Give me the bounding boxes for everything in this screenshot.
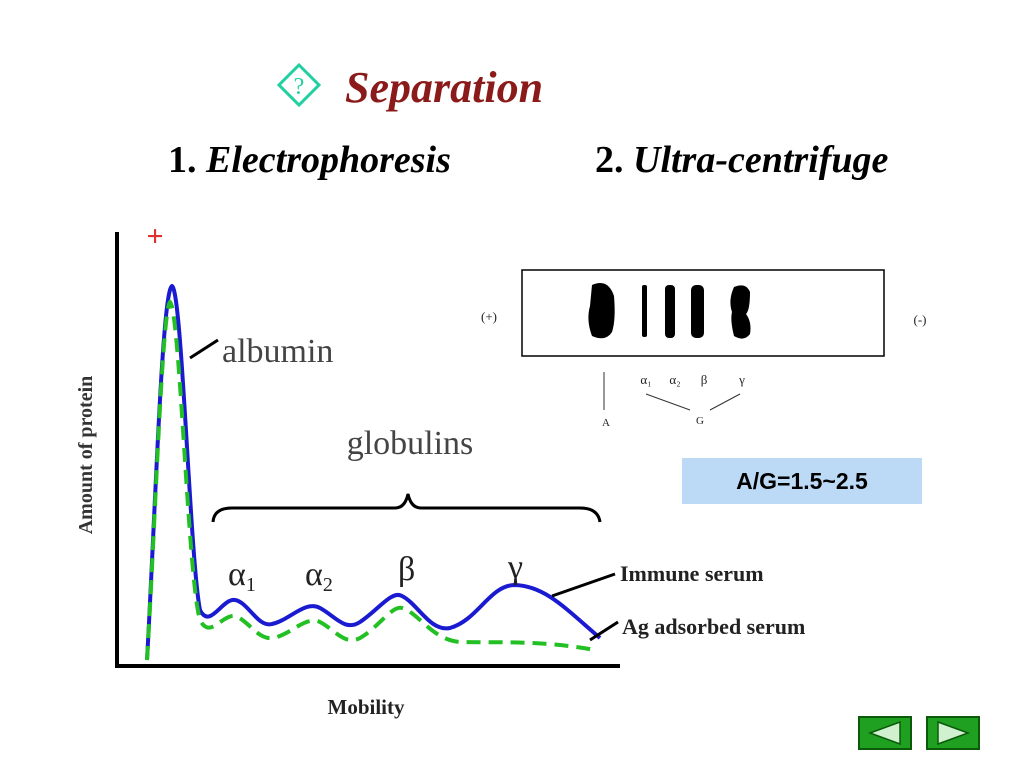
gel-band-gamma: [730, 285, 751, 339]
gel-negative-pole: (-): [914, 312, 927, 327]
immune-serum-curve: [145, 283, 602, 661]
globulins-brace: [211, 493, 602, 523]
method-name: Ultra-centrifuge: [633, 139, 889, 181]
gel-band-beta: [691, 285, 704, 338]
positive-pole-label: +: [146, 220, 163, 253]
ag-adsorbed-serum-curve: [145, 299, 596, 661]
diamond-question-icon: ?: [276, 62, 322, 108]
svg-text:?: ?: [294, 74, 305, 100]
gel-strip: [521, 269, 885, 357]
alpha2-label: α2: [305, 556, 333, 596]
gel-label-gamma: γ: [738, 372, 745, 387]
albumin-label: albumin: [222, 333, 333, 370]
gel-band-albumin: [588, 283, 615, 339]
gel-group-globulin: G: [696, 415, 704, 427]
method-number: 1.: [168, 139, 197, 181]
globulins-label: globulins: [347, 425, 474, 462]
gel-group-albumin: A: [602, 417, 610, 429]
alpha1-label: α1: [228, 556, 256, 596]
method-electrophoresis: 1. Electrophoresis: [168, 138, 451, 182]
gel-band-alpha2: [665, 285, 675, 338]
method-number: 2.: [595, 139, 624, 181]
legend-ag-adsorbed-serum: Ag adsorbed serum: [622, 614, 805, 639]
beta-label: β: [398, 551, 415, 588]
slide-title: Separation: [345, 63, 544, 112]
x-axis-label: Mobility: [328, 695, 405, 719]
triangle-left-icon[interactable]: [858, 716, 912, 750]
gamma-label: γ: [507, 549, 523, 586]
ag-ratio-badge: A/G=1.5~2.5: [682, 458, 922, 504]
gel-label-alpha2: α₂: [669, 372, 680, 387]
gel-positive-pole: (+): [481, 309, 497, 324]
gel-band-alpha1: [642, 285, 647, 337]
method-ultracentrifuge: 2. Ultra-centrifuge: [595, 138, 888, 182]
legend-immune-serum: Immune serum: [620, 561, 764, 586]
triangle-right-icon[interactable]: [926, 716, 980, 750]
gel-label-alpha1: α₁: [640, 372, 651, 387]
method-name: Electrophoresis: [206, 139, 451, 181]
gel-label-beta: β: [701, 372, 708, 387]
y-axis-label: Amount of protein: [75, 376, 97, 535]
